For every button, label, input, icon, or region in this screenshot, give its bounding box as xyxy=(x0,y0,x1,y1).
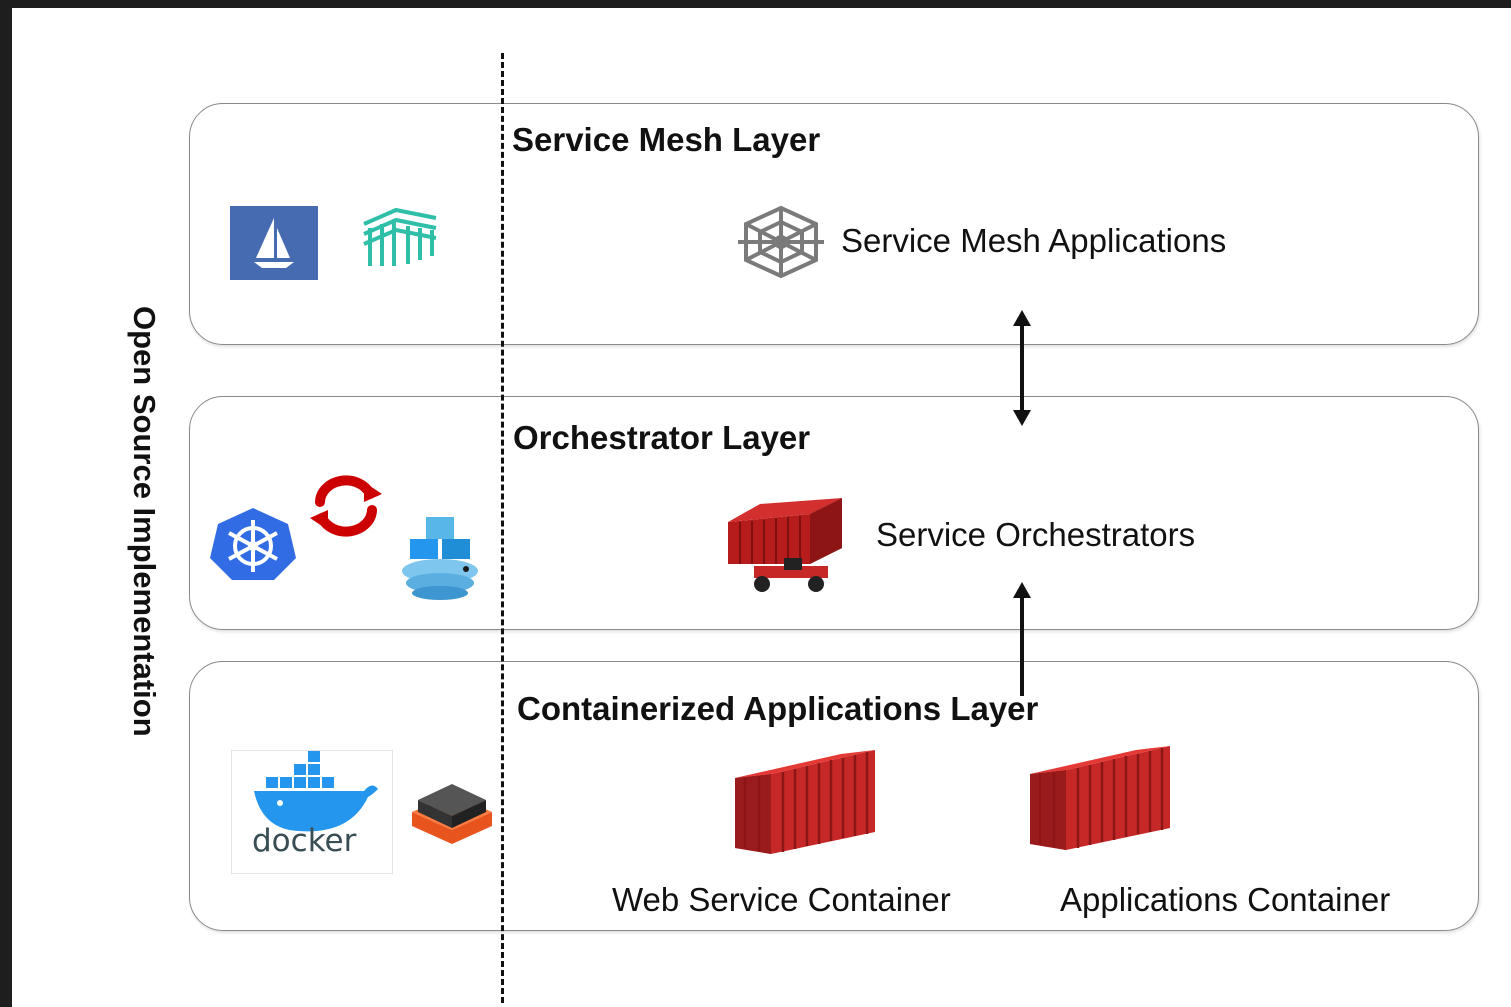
containerized-applications-layer-title: Containerized Applications Layer xyxy=(517,690,1039,727)
shipping-container-icon xyxy=(1026,744,1174,854)
orchestrator-layer-title: Orchestrator Layer xyxy=(513,419,811,456)
container-truck-icon xyxy=(724,492,850,598)
istio-logo-icon xyxy=(230,206,318,280)
service-mesh-web-icon xyxy=(738,204,824,280)
diagram-canvas: Open Source Implementation Service Mesh … xyxy=(12,8,1511,1007)
docker-swarm-logo-icon xyxy=(396,513,488,601)
shipping-container-icon xyxy=(731,748,879,858)
docker-logo-icon: docker xyxy=(231,750,393,874)
openshift-logo-icon xyxy=(306,472,386,540)
web-service-container-label: Web Service Container xyxy=(612,881,951,918)
separator-dashed-line xyxy=(501,53,504,1003)
applications-container-label: Applications Container xyxy=(1060,881,1391,918)
service-orchestrators-label: Service Orchestrators xyxy=(876,516,1196,553)
side-label: Open Source Implementation xyxy=(127,306,162,737)
kubernetes-logo-icon xyxy=(208,506,298,582)
linkerd-logo-icon xyxy=(356,204,444,272)
service-mesh-layer-box xyxy=(189,103,1479,345)
up-arrow xyxy=(1013,582,1031,696)
docker-logo-text: docker xyxy=(252,823,357,859)
service-mesh-applications-label: Service Mesh Applications xyxy=(841,222,1227,259)
service-mesh-layer-title: Service Mesh Layer xyxy=(512,121,821,158)
rkt-logo-icon xyxy=(408,776,496,848)
bidirectional-arrow xyxy=(1013,310,1031,426)
